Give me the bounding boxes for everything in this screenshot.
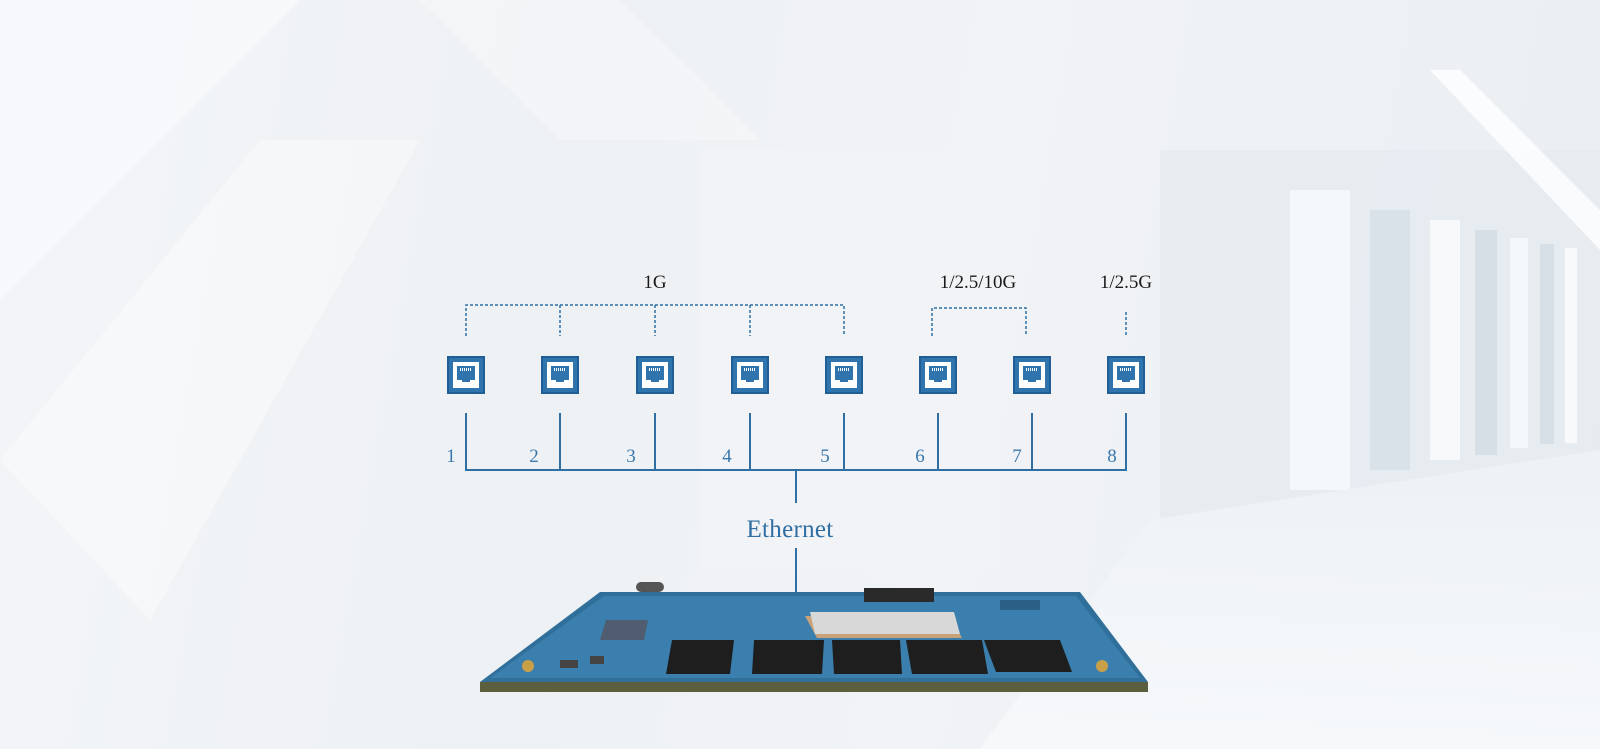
bracket-1g [465, 304, 845, 336]
bracket-10g [931, 307, 1027, 336]
port-number-2: 2 [529, 446, 539, 467]
ethernet-port-2 [541, 356, 579, 394]
port-number-1: 1 [446, 446, 456, 467]
port-number-7: 7 [1012, 446, 1022, 467]
port-number-5: 5 [820, 446, 830, 467]
ethernet-port-6 [919, 356, 957, 394]
ethernet-port-7 [1013, 356, 1051, 394]
port-number-4: 4 [722, 446, 732, 467]
port-number-3: 3 [626, 446, 636, 467]
ethernet-port-8 [1107, 356, 1145, 394]
ethernet-bus [465, 413, 1127, 595]
group-label-1g: 1G [643, 272, 667, 293]
ethernet-port-1 [447, 356, 485, 394]
ethernet-port-4 [731, 356, 769, 394]
group-label-1-2-5g: 1/2.5G [1099, 272, 1153, 293]
port-number-6: 6 [915, 446, 925, 467]
group-brackets [465, 304, 1127, 336]
ethernet-port-3 [636, 356, 674, 394]
ethernet-port-5 [825, 356, 863, 394]
group-label-1-2-5-10g: 1/2.5/10G [939, 272, 1017, 293]
ethernet-label: Ethernet [746, 516, 834, 543]
port-number-8: 8 [1107, 446, 1117, 467]
